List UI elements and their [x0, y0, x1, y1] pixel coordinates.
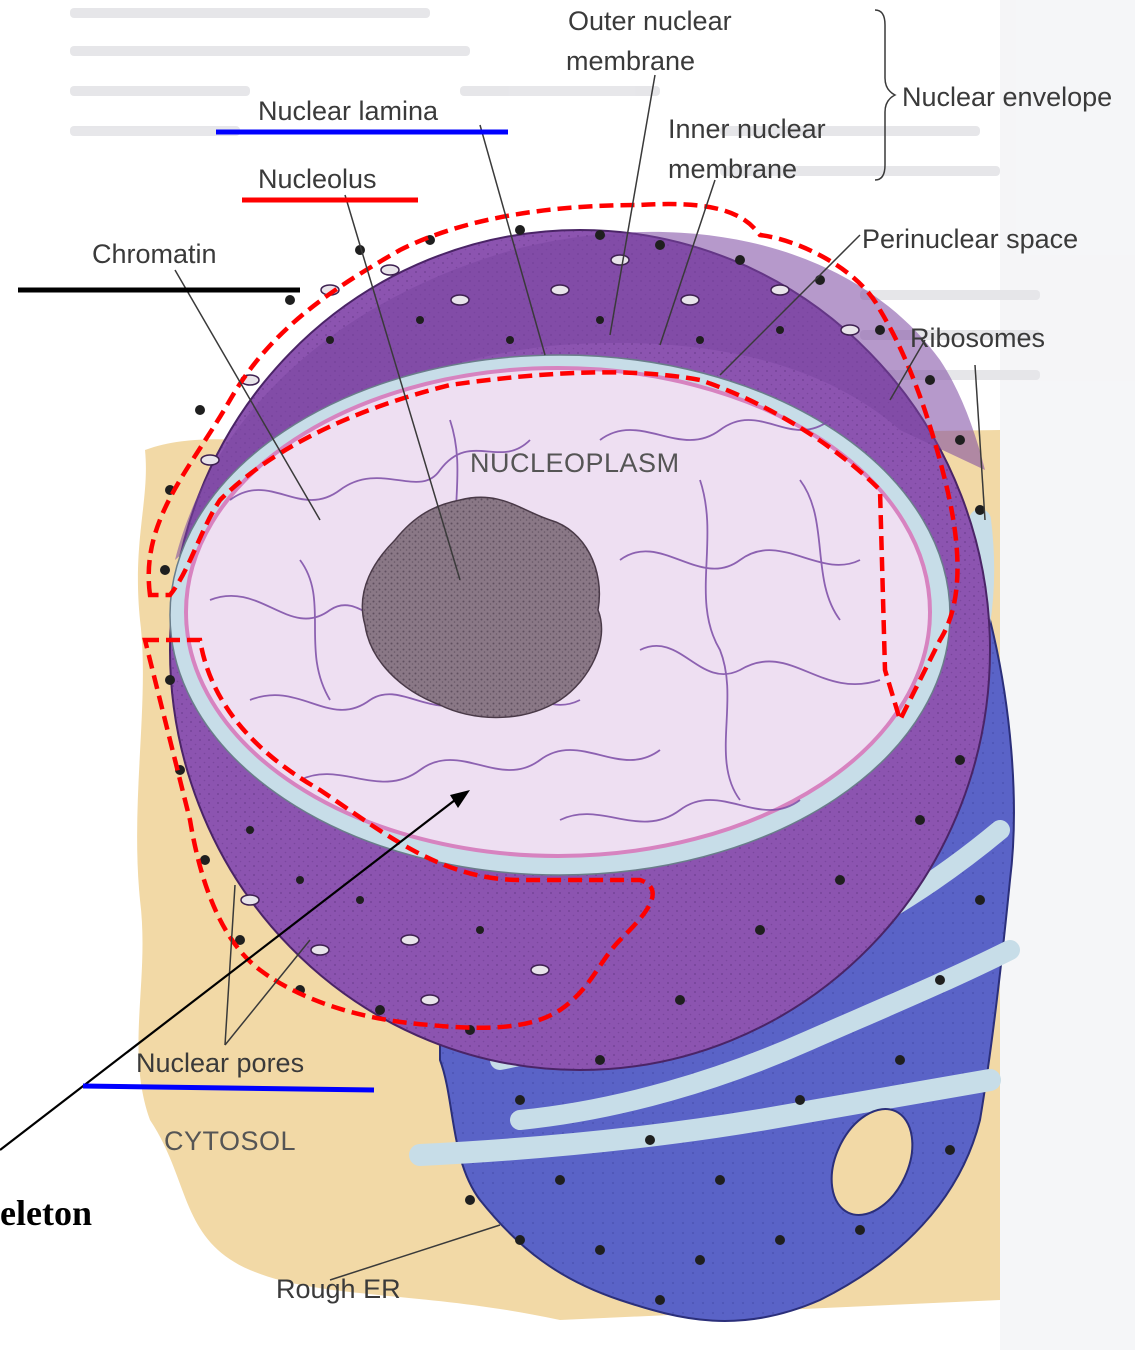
- label-nucleolus: Nucleolus: [258, 164, 377, 194]
- label-outer-nuclear-membrane-line2: membrane: [566, 46, 695, 76]
- label-skeleton-fragment: eleton: [0, 1193, 92, 1233]
- label-ribosomes: Ribosomes: [910, 323, 1045, 353]
- label-inner-nuclear-membrane-line2: membrane: [668, 154, 797, 184]
- label-inner-nuclear-membrane-line1: Inner nuclear: [668, 114, 826, 144]
- label-nucleoplasm: NUCLEOPLASM: [470, 448, 680, 478]
- label-cytosol: CYTOSOL: [164, 1126, 296, 1156]
- label-nuclear-pores: Nuclear pores: [136, 1048, 304, 1078]
- label-outer-nuclear-membrane-line1: Outer nuclear: [568, 6, 732, 36]
- label-rough-er: Rough ER: [276, 1274, 401, 1304]
- label-chromatin: Chromatin: [92, 239, 217, 269]
- label-perinuclear-space: Perinuclear space: [862, 224, 1078, 254]
- label-nuclear-lamina: Nuclear lamina: [258, 96, 439, 126]
- label-nuclear-envelope: Nuclear envelope: [902, 82, 1112, 112]
